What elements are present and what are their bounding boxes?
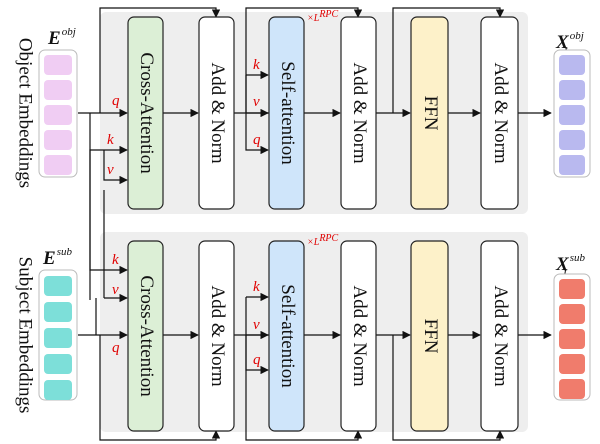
object-token <box>44 130 72 150</box>
svg-text:v: v <box>253 317 260 333</box>
subject-token <box>44 276 72 296</box>
object-token <box>44 55 72 75</box>
svg-text:q: q <box>112 340 120 356</box>
object-add-norm-3-block: Add & Norm <box>480 16 519 210</box>
subject-add-norm-3-block: Add & Norm <box>480 240 519 432</box>
svg-text:Add & Norm: Add & Norm <box>490 62 511 164</box>
svg-text:q: q <box>112 93 120 109</box>
subject-io-labels: k v q k v q <box>112 252 261 368</box>
subject-input-label: Esub <box>42 246 72 269</box>
subject-token <box>44 302 72 322</box>
object-add-norm-1-block: Add & Norm <box>198 16 235 210</box>
subject-embeddings-label: Subject Embeddings <box>15 257 36 414</box>
object-output-token <box>559 80 585 100</box>
subject-token <box>44 380 72 400</box>
subject-ffn-block: FFN <box>410 240 449 432</box>
subject-branch-panel <box>100 232 528 432</box>
object-ffn-block: FFN <box>410 16 449 210</box>
svg-text:q: q <box>253 132 261 148</box>
svg-text:Add & Norm: Add & Norm <box>490 285 511 387</box>
object-cross-attention-block: Cross-Attention <box>127 16 164 210</box>
subject-output-token <box>559 279 585 299</box>
subject-token <box>44 328 72 348</box>
svg-text:Self-attention: Self-attention <box>277 284 298 388</box>
object-output-token <box>559 105 585 125</box>
svg-text:q: q <box>253 352 261 368</box>
object-output-token <box>559 130 585 150</box>
object-token <box>44 80 72 100</box>
svg-text:FFN: FFN <box>420 96 441 131</box>
subject-output-token <box>559 354 585 374</box>
svg-text:Self-attention: Self-attention <box>277 61 298 165</box>
object-output-token-list <box>559 55 585 175</box>
svg-text:Add & Norm: Add & Norm <box>207 62 228 164</box>
svg-text:k: k <box>253 57 260 73</box>
subject-add-norm-2-block: Add & Norm <box>340 240 377 432</box>
object-repeat-label: ×LRPC <box>307 9 339 24</box>
subject-cross-attention-block: Cross-Attention <box>127 240 164 432</box>
svg-text:Add & Norm: Add & Norm <box>349 62 370 164</box>
svg-text:k: k <box>253 279 260 295</box>
svg-text:k: k <box>112 252 119 268</box>
svg-text:Cross-Attention: Cross-Attention <box>136 52 157 174</box>
subject-token-list <box>44 276 72 400</box>
object-output-token <box>559 155 585 175</box>
subject-output-token-list <box>559 279 585 399</box>
object-self-attention-block: Self-attention <box>268 16 305 210</box>
svg-text:k: k <box>107 132 114 148</box>
subject-output-token <box>559 304 585 324</box>
object-input-label: Eobj <box>47 26 76 49</box>
subject-repeat-label: ×LRPC <box>307 233 339 248</box>
object-token-list <box>44 55 72 175</box>
object-token <box>44 155 72 175</box>
object-output-token <box>559 55 585 75</box>
svg-text:Cross-Attention: Cross-Attention <box>136 275 157 397</box>
object-io-labels: q k v k v q <box>107 57 261 178</box>
subject-output-token <box>559 329 585 349</box>
svg-text:v: v <box>107 162 114 178</box>
subject-branch-connections <box>78 125 552 441</box>
svg-text:Add & Norm: Add & Norm <box>349 285 370 387</box>
svg-text:FFN: FFN <box>420 319 441 354</box>
subject-output-token <box>559 379 585 399</box>
svg-text:Add & Norm: Add & Norm <box>207 285 228 387</box>
svg-text:v: v <box>253 94 260 110</box>
object-add-norm-2-block: Add & Norm <box>340 16 377 210</box>
subject-self-attention-block: Self-attention <box>268 240 305 432</box>
svg-text:v: v <box>112 282 119 298</box>
object-token <box>44 105 72 125</box>
subject-add-norm-1-block: Add & Norm <box>198 240 235 432</box>
object-embeddings-label: Object Embeddings <box>15 38 36 188</box>
subject-token <box>44 354 72 374</box>
